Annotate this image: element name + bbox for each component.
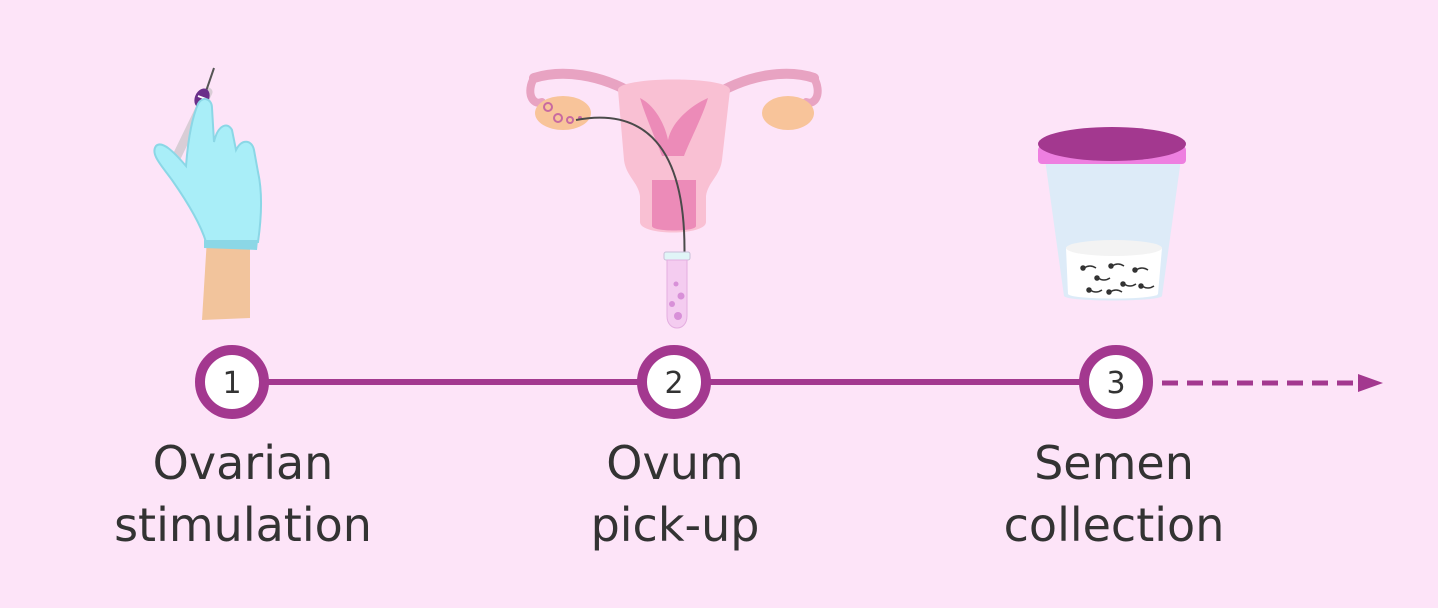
sample-cup-with-sperm-icon [1038,127,1186,301]
step-1-number: 1 [222,366,241,401]
step-3-label-line-2: collection [1003,498,1225,552]
step-2-label-line-2: pick-up [590,498,760,552]
step-3-label-line-1: Semen [1034,436,1194,490]
step-1-label: Ovarian stimulation [83,432,403,556]
step-2-label-line-1: Ovum [606,436,744,490]
gloved-hand-with-injection-pen-icon [153,67,262,320]
step-1-node: 1 [195,345,269,419]
step-2-number: 2 [664,366,683,401]
step-1-label-line-1: Ovarian [152,436,334,490]
step-3-number: 3 [1106,366,1125,401]
step-1-label-line-2: stimulation [114,498,372,552]
step-2-label: Ovum pick-up [515,432,835,556]
step-3-label: Semen collection [954,432,1274,556]
uterus-with-aspiration-needle-and-test-tube-icon [526,68,822,329]
step-3-node: 3 [1079,345,1153,419]
step-2-node: 2 [637,345,711,419]
dashed-arrow-right-icon [1162,374,1383,392]
